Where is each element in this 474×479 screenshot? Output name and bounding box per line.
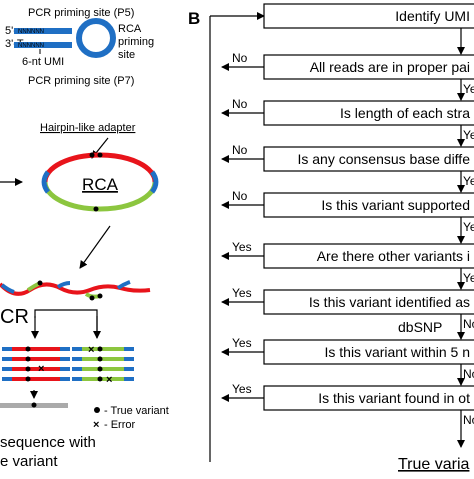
read-family-right: × × [72, 344, 134, 386]
branch-label: Yes [232, 336, 252, 350]
p7-label: PCR priming site (P7) [28, 75, 134, 87]
consensus-variant-dot [31, 402, 37, 408]
step-label: Is length of each stra [340, 105, 470, 121]
continue-label: Ye [463, 271, 474, 285]
rca-site-label-2: priming [118, 36, 154, 48]
step-label: Is any consensus base diffe [297, 151, 470, 167]
branch-label: No [232, 51, 248, 65]
branch-label: No [232, 97, 248, 111]
continue-label: No [463, 317, 474, 331]
step-box [263, 146, 474, 172]
result-label: True varia [398, 456, 470, 473]
step-box [263, 385, 474, 411]
continue-label: Ye [463, 220, 474, 234]
rca-product-wave [0, 280, 151, 301]
branch-label: Yes [232, 240, 252, 254]
adapter-caption: Hairpin-like adapter [40, 122, 136, 134]
rca-label: RCA [82, 175, 119, 194]
arrow-rca-to-product [79, 225, 111, 269]
step-label: Is this variant supported [321, 197, 470, 213]
continue-label: No [463, 413, 474, 427]
step-label: Identify UMI [395, 8, 470, 24]
hairpin-loop [76, 18, 116, 58]
step-box [263, 100, 474, 126]
panel-a: PCR priming site (P5) 5'- 3'-T NNNNNN NN… [0, 7, 169, 470]
svg-text:×: × [88, 344, 94, 356]
step-label: Is this variant found in ot [318, 390, 470, 406]
adapter-top-strand [14, 28, 72, 34]
step-label: Are there other variants i [317, 248, 470, 264]
step-box [263, 54, 474, 80]
n-seq-top: NNNNNN [18, 29, 44, 35]
branch-label: No [232, 189, 248, 203]
umi-label: 6-nt UMI [22, 56, 64, 68]
consensus-caption-line-2: e variant [0, 453, 58, 470]
continue-label: Ye [463, 128, 474, 142]
panel-b-label: B [188, 9, 200, 28]
svg-text:×: × [106, 374, 112, 386]
branch-label: No [232, 143, 248, 157]
branch-label: Yes [232, 286, 252, 300]
consensus-caption-line-1: sequence with [0, 434, 96, 451]
branch-label: Yes [232, 382, 252, 396]
continue-label: Ye [463, 82, 474, 96]
legend-error: - Error [104, 419, 136, 431]
read-family-left: × [2, 346, 70, 382]
continue-label: Ye [463, 174, 474, 188]
step-box [263, 289, 474, 315]
step-label: All reads are in proper pai [310, 59, 470, 75]
adapter-bottom-strand [14, 42, 72, 48]
step-box [263, 3, 474, 29]
step-label: Is this variant identified as [309, 294, 470, 310]
rca-site-label-3: site [118, 49, 135, 61]
continue-label: No [463, 367, 474, 381]
error-marker-icon: × [93, 419, 99, 431]
step-box [263, 192, 474, 218]
rca-circle [41, 152, 159, 212]
svg-text:×: × [38, 363, 44, 375]
true-variant-marker-icon [94, 407, 100, 413]
legend-true-variant: - True variant [104, 405, 169, 417]
dbsnp-label: dbSNP [398, 319, 442, 335]
p5-label: PCR priming site (P5) [28, 7, 134, 19]
pcr-bracket [34, 309, 98, 338]
pcr-label: CR [0, 306, 29, 328]
rca-site-label-1: RCA [118, 23, 142, 35]
n-seq-bottom: NNNNNN [18, 43, 44, 49]
hairpin-loop-inner [87, 29, 105, 47]
step-label: Is this variant within 5 n [324, 344, 470, 360]
